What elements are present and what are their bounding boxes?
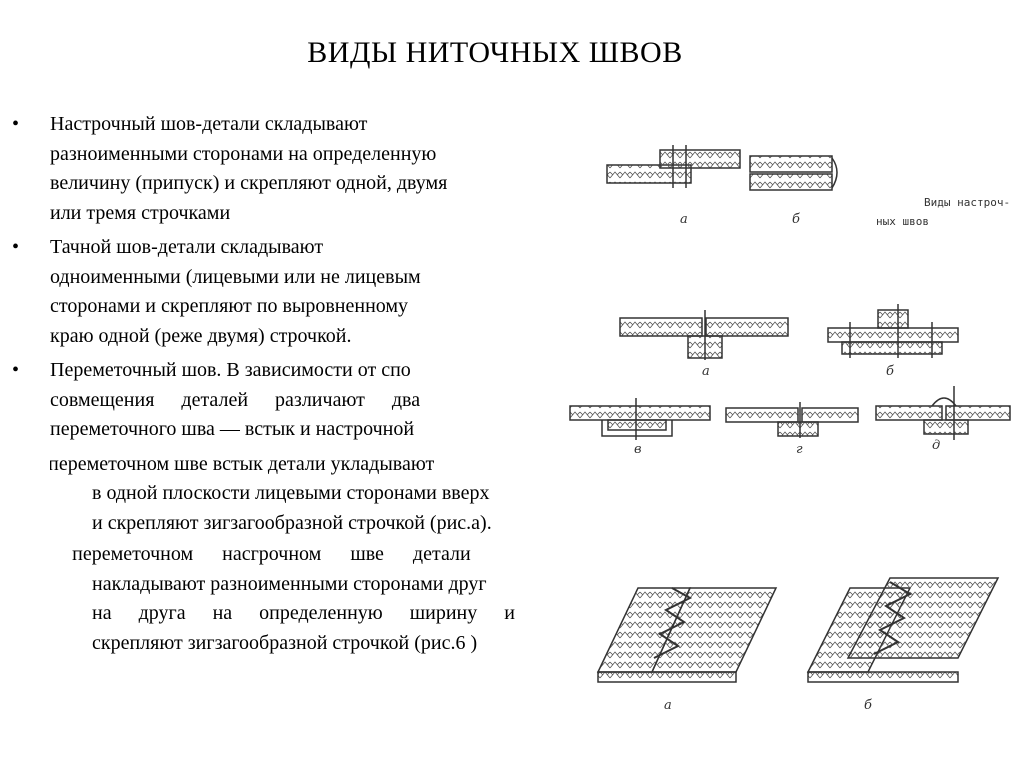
- fig4-seam-a: [596, 587, 778, 683]
- fig1-caption-a: а: [680, 212, 688, 227]
- fig3-caption-v: в: [634, 442, 642, 457]
- text-column: • Настрочный шов-детали складывают разно…: [8, 110, 560, 658]
- text-line: сторонами и скрепляют по выровненному: [50, 295, 409, 317]
- text-line: одноименными (лицевыми или не лицевым: [50, 265, 421, 288]
- fig3-caption-d: д: [932, 438, 941, 453]
- fig3-seam-d: [875, 386, 1011, 440]
- paragraph-nastrochny: При переметочном насгрочном шве детали н…: [8, 540, 560, 658]
- slide-title: ВИДЫ НИТОЧНЫХ ШВОВ: [307, 36, 683, 69]
- text-line: накладывают разноименными сторонами друг: [92, 572, 487, 595]
- bullet-dot: •: [12, 113, 20, 135]
- fig3-caption-g: г: [796, 442, 803, 457]
- text-line: на друга на определенную ширину и: [92, 602, 515, 624]
- fig2-seam-a: [619, 310, 789, 360]
- text-line: переметочного шва — встык и настрочной: [50, 418, 415, 440]
- text-line: При переметочном шве встык детали уклады…: [50, 452, 435, 475]
- fig2-caption-a: а: [702, 364, 710, 379]
- bullet-peremetochny: • Переметочный шов. В зависимости от спо…: [8, 356, 560, 445]
- fig3-seam-v: [569, 398, 711, 440]
- fig4-caption-a: а: [664, 698, 672, 713]
- text-line: Тачной шов-детали складывают: [50, 236, 324, 258]
- seam-illustrations: [569, 145, 1011, 683]
- fig1-note-line1: Виды настроч-: [924, 196, 1011, 209]
- fig1-seam-b: [749, 155, 838, 191]
- paragraph-vstyk: При переметочном шве встык детали уклады…: [8, 450, 560, 539]
- text-line: в одной плоскости лицевыми сторонами вве…: [92, 482, 490, 504]
- fig4-seam-b: [806, 577, 1000, 683]
- text-line: При переметочном насгрочном шве детали: [50, 543, 471, 565]
- fig4-caption-b: б: [864, 698, 872, 713]
- bullet-nastrochny: • Настрочный шов-детали складывают разно…: [8, 110, 560, 228]
- bullet-tachnoy: • Тачной шов-детали складывают одноименн…: [8, 233, 560, 351]
- text-line: величину (припуск) и скрепляют одной, дв…: [50, 172, 448, 194]
- bullet-dot: •: [12, 359, 20, 381]
- text-line: краю одной (реже двумя) строчкой.: [50, 324, 352, 347]
- fig3-seam-g: [725, 402, 859, 438]
- text-line: совмещения деталей различают два: [50, 388, 421, 411]
- fig2-caption-b: б: [886, 364, 894, 379]
- text-line: разноименными сторонами на определенную: [50, 142, 437, 165]
- text-line: и скрепляют зигзагообразной строчкой (ри…: [92, 511, 492, 534]
- fig1-caption-b: б: [792, 212, 800, 227]
- text-line: Настрочный шов-детали складывают: [50, 113, 368, 135]
- bullet-dot: •: [12, 236, 20, 258]
- text-line: скрепляют зигзагообразной строчкой (рис.…: [92, 631, 478, 654]
- text-line: или тремя строчками: [50, 201, 231, 224]
- figures-area: а б Виды настроч- ных швов а б в г д а б: [560, 100, 1024, 740]
- text-line: Переметочный шов. В зависимости от спо: [50, 359, 411, 381]
- fig2-seam-b: [827, 304, 959, 358]
- fig1-seam-a: [606, 145, 741, 188]
- fig1-note-line2: ных швов: [876, 215, 929, 228]
